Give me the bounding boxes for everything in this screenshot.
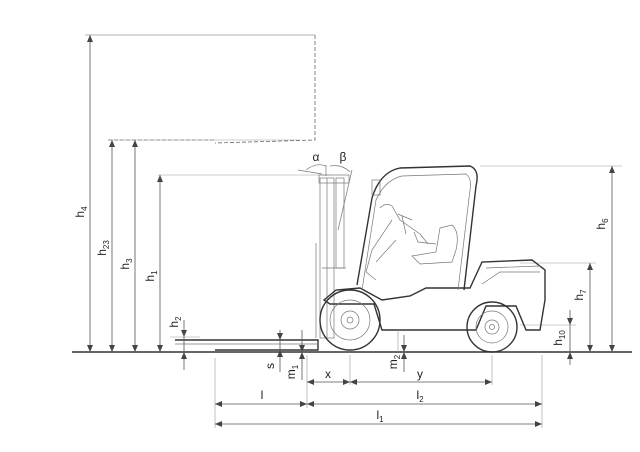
fork [175, 339, 319, 351]
svg-text:h4: h4 [73, 206, 89, 218]
mast [315, 174, 350, 339]
label-h10: h10 [551, 330, 567, 346]
label-beta: β [340, 150, 347, 164]
dimension-m1 [299, 330, 305, 380]
dimension-h10 [567, 310, 573, 365]
svg-text:h23: h23 [95, 240, 111, 256]
chassis [322, 259, 546, 331]
svg-text:s: s [263, 363, 277, 369]
svg-text:h2: h2 [167, 316, 183, 328]
seat [411, 224, 458, 265]
label-l: l [261, 388, 264, 402]
label-m1: m1 [284, 364, 300, 379]
svg-text:m1: m1 [284, 364, 300, 379]
svg-text:h6: h6 [594, 218, 610, 230]
label-h3: h3 [118, 258, 134, 270]
label-h2: h2 [167, 316, 183, 328]
svg-text:h1: h1 [143, 270, 159, 282]
tilt-angle-markers [297, 164, 353, 231]
label-h4: h4 [73, 206, 89, 218]
label-h23: h23 [95, 240, 111, 256]
dimension-h3 [132, 140, 138, 352]
svg-text:h3: h3 [118, 258, 134, 270]
label-h6: h6 [594, 218, 610, 230]
label-y: y [417, 367, 423, 381]
overhead-guard [356, 165, 478, 291]
label-l2: l2 [416, 388, 424, 404]
forklift [175, 165, 546, 353]
svg-text:h10: h10 [551, 330, 567, 346]
label-h1: h1 [143, 270, 159, 282]
rear-wheel [466, 301, 518, 353]
dimension-h6 [609, 166, 615, 352]
dimension-s [277, 330, 283, 372]
dimension-h1 [157, 175, 163, 352]
dimension-h2 [181, 320, 187, 370]
dimension-l [215, 401, 307, 407]
dimension-h7 [587, 263, 593, 352]
label-l1: l1 [376, 408, 384, 424]
raised-load-outline [85, 34, 316, 144]
extension-lines [108, 139, 622, 428]
label-h7: h7 [572, 289, 588, 301]
dimension-h4 [87, 35, 93, 352]
label-s: s [263, 363, 277, 369]
dimension-l2 [307, 401, 542, 407]
dimension-x [307, 379, 350, 385]
svg-text:m2: m2 [386, 354, 402, 369]
dimension-y [350, 379, 492, 385]
dimension-l1 [215, 421, 542, 427]
label-x: x [325, 367, 331, 381]
front-wheel [319, 289, 381, 351]
svg-text:h7: h7 [572, 289, 588, 301]
label-alpha: α [313, 150, 320, 164]
dimension-h23 [109, 140, 115, 352]
dimension-m2 [401, 335, 407, 372]
driver [365, 204, 437, 281]
label-m2: m2 [386, 354, 402, 369]
